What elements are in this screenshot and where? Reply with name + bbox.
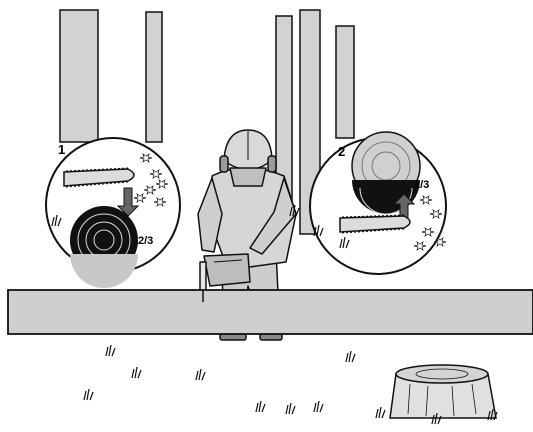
detail-circle-2: 2 1/3 — [309, 131, 447, 275]
tree-stump — [389, 364, 497, 419]
detail-circle-1: 1 2/3 — [45, 137, 181, 288]
log — [7, 289, 533, 335]
ear-protection — [267, 155, 277, 173]
chainsaw-bar-detail — [339, 214, 411, 234]
tree-trunk — [59, 9, 99, 143]
tree-trunk — [145, 11, 163, 143]
log-cross-section — [70, 206, 138, 288]
step-number-1: 1 — [58, 142, 65, 157]
fraction-label-1: 2/3 — [138, 235, 153, 247]
background-trees — [59, 9, 355, 235]
worker-left-arm — [197, 177, 223, 253]
arrow-down-icon — [116, 187, 140, 217]
tree-trunk — [335, 25, 355, 139]
step-number-2: 2 — [338, 144, 345, 159]
arrow-up-icon — [392, 193, 416, 221]
fraction-label-2: 1/3 — [414, 179, 429, 191]
ear-protection — [219, 155, 229, 173]
worker-visor — [229, 167, 267, 187]
chainsaw-bar-detail — [63, 167, 135, 188]
chainsaw-body — [203, 253, 251, 287]
